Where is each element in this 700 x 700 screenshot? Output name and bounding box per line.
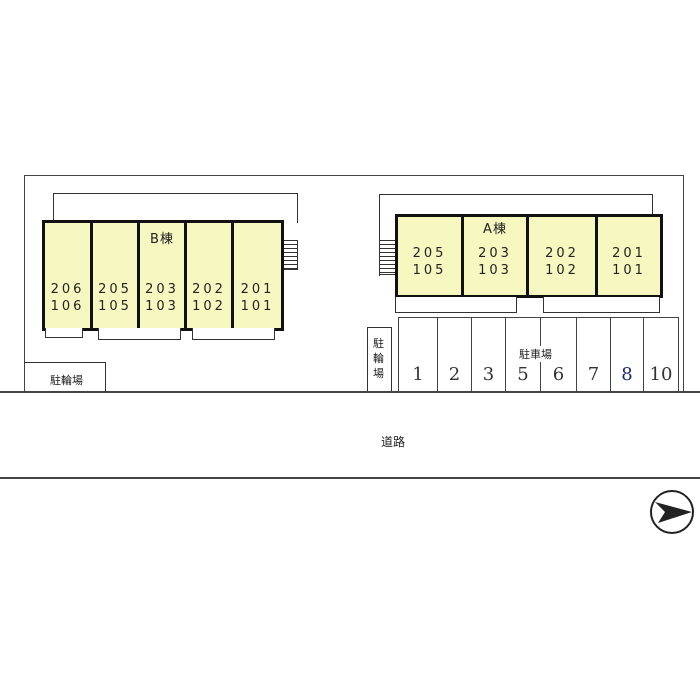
unit-number-lower: 105 — [98, 299, 132, 314]
parking-label: 駐車場 — [519, 346, 552, 362]
unit-number-lower: 102 — [192, 299, 226, 314]
parking-space: 2 — [437, 317, 472, 391]
unit-number-upper: 206 — [50, 282, 85, 297]
parking-space-number: 3 — [482, 364, 495, 385]
building-a-stairs — [379, 240, 396, 275]
unit-number-upper: 202 — [192, 282, 226, 297]
parking-space-number: 7 — [587, 364, 600, 385]
parking-space-number: 10 — [649, 364, 673, 385]
parking-space-number: 8 — [621, 364, 633, 385]
bicycle-parking-small-label: 駐輪場 — [373, 337, 384, 380]
unit-number-lower: 101 — [612, 263, 646, 278]
road-edge-bottom — [0, 477, 700, 479]
unit-number-lower: 102 — [545, 263, 579, 278]
unit-number-upper: 202 — [545, 246, 579, 261]
parking-space-number: 5 — [517, 364, 529, 385]
unit-number-lower: 103 — [478, 263, 512, 278]
unit-number-upper: 201 — [240, 282, 275, 297]
unit: A棟 203 103 — [461, 214, 529, 298]
bicycle-parking-label: 駐輪場 — [50, 374, 83, 387]
parking-space: 1 — [398, 317, 438, 391]
parking-space-number: 6 — [552, 364, 565, 385]
parking-space: 7 — [576, 317, 611, 391]
parking-space-number: 1 — [412, 364, 424, 385]
road-label: 道路 — [381, 435, 406, 449]
unit-number-upper: 201 — [612, 246, 646, 261]
bicycle-parking-left: 駐輪場 — [24, 362, 106, 392]
unit-number-lower: 106 — [50, 299, 85, 314]
building-b-corridor — [53, 193, 298, 223]
parking-space-number: 2 — [448, 364, 461, 385]
building-label: B棟 — [150, 232, 174, 247]
unit-number-upper: 203 — [145, 282, 179, 297]
north-arrow-icon — [650, 490, 694, 534]
unit: B棟 203 103 — [137, 220, 187, 331]
parking-space: 8 — [610, 317, 644, 391]
boundary-top — [24, 175, 683, 176]
building-label: A棟 — [483, 222, 507, 237]
unit-number-upper: 203 — [478, 246, 512, 261]
balcony — [543, 297, 660, 313]
boundary-right — [683, 175, 684, 391]
unit-number-lower: 101 — [240, 299, 275, 314]
unit-number-lower: 103 — [145, 299, 179, 314]
balcony — [98, 328, 181, 340]
bicycle-parking-small: 駐輪場 — [367, 327, 392, 391]
balcony — [192, 328, 275, 340]
parking-space: 10 — [643, 317, 679, 391]
boundary-left — [24, 175, 25, 391]
unit-number-upper: 205 — [412, 246, 447, 261]
road-edge-top — [0, 391, 700, 393]
parking-space: 3 — [471, 317, 506, 391]
balcony — [45, 328, 83, 338]
unit-number-lower: 105 — [412, 263, 447, 278]
balcony — [395, 297, 517, 313]
unit-number-upper: 205 — [98, 282, 132, 297]
